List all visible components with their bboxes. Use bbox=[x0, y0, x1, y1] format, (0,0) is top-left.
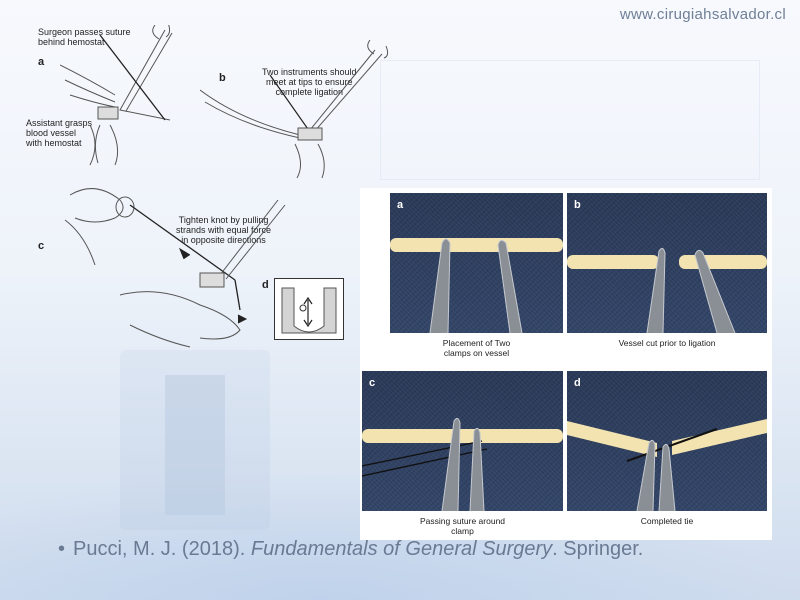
caption-line: complete ligation bbox=[275, 87, 344, 97]
panel-b-caption: Two instruments should meet at tips to e… bbox=[262, 67, 357, 97]
citation-prefix: Pucci, M. J. (2018). bbox=[73, 538, 251, 560]
caption-line: strands with equal force bbox=[176, 225, 272, 235]
photo-a: a bbox=[390, 193, 563, 333]
caption-line: Two instruments should bbox=[262, 67, 357, 77]
caption-line: Passing suture around bbox=[419, 516, 506, 526]
panel-d-inset bbox=[274, 278, 344, 340]
photo-d-caption: Completed tie bbox=[567, 516, 767, 526]
panel-a-drawing bbox=[60, 25, 173, 166]
panel-a-top-caption: Surgeon passes suture behind hemostat bbox=[38, 27, 131, 47]
caption-line: Placement of Two bbox=[442, 338, 511, 348]
caption-line: clamps on vessel bbox=[443, 348, 510, 358]
caption-line: Vessel cut prior to ligation bbox=[618, 338, 716, 348]
panel-c-letter: c bbox=[38, 240, 45, 252]
photo-b-letter: b bbox=[574, 199, 581, 211]
caption-line: meet at tips to ensure bbox=[266, 77, 353, 87]
caption-line: clamp bbox=[451, 526, 474, 536]
photo-a-caption: Placement of Two clamps on vessel bbox=[390, 338, 563, 358]
photo-c-caption: Passing suture around clamp bbox=[362, 516, 563, 536]
panel-a-bottom-caption: Assistant grasps blood vessel with hemos… bbox=[26, 118, 92, 148]
panel-a-letter: a bbox=[38, 56, 45, 68]
background-frame bbox=[380, 60, 760, 180]
background-door bbox=[165, 375, 225, 515]
panel-b-drawing bbox=[200, 40, 389, 179]
photo-c: c bbox=[362, 371, 563, 511]
photo-d-letter: d bbox=[574, 377, 581, 389]
caption-line: behind hemostat bbox=[38, 37, 105, 47]
caption-line: Completed tie bbox=[640, 516, 694, 526]
citation-suffix: . Springer. bbox=[552, 538, 644, 560]
citation: • Pucci, M. J. (2018). Fundamentals of Ge… bbox=[58, 538, 643, 561]
panel-c-drawing bbox=[64, 188, 286, 348]
photo-composite: a b Placement of Two clamps on vessel Ve… bbox=[360, 188, 772, 540]
panel-b-letter: b bbox=[219, 72, 226, 84]
panel-c-caption: Tighten knot by pulling strands with equ… bbox=[176, 215, 271, 245]
website-url: www.cirugiahsalvador.cl bbox=[619, 6, 786, 23]
caption-line: in opposite directions bbox=[181, 235, 266, 245]
photo-b-caption: Vessel cut prior to ligation bbox=[567, 338, 767, 348]
photo-a-letter: a bbox=[397, 199, 404, 211]
photo-d: d bbox=[567, 371, 767, 511]
panel-d-letter: d bbox=[262, 279, 269, 291]
background-arch bbox=[120, 350, 270, 530]
citation-title: Fundamentals of General Surgery bbox=[250, 538, 553, 560]
photo-b: b bbox=[567, 193, 767, 333]
photo-c-scene bbox=[362, 417, 563, 511]
caption-line: blood vessel bbox=[26, 128, 77, 138]
photo-a-scene bbox=[390, 238, 563, 333]
caption-line: Tighten knot by pulling bbox=[178, 215, 269, 225]
photo-c-letter: c bbox=[369, 377, 376, 389]
caption-line: Assistant grasps bbox=[26, 118, 93, 128]
bullet: • bbox=[58, 538, 66, 560]
caption-line: with hemostat bbox=[26, 138, 82, 148]
drape-texture bbox=[390, 193, 563, 333]
photo-d-scene bbox=[567, 419, 767, 511]
caption-line: Surgeon passes suture bbox=[38, 27, 131, 37]
photo-b-scene bbox=[567, 247, 767, 333]
